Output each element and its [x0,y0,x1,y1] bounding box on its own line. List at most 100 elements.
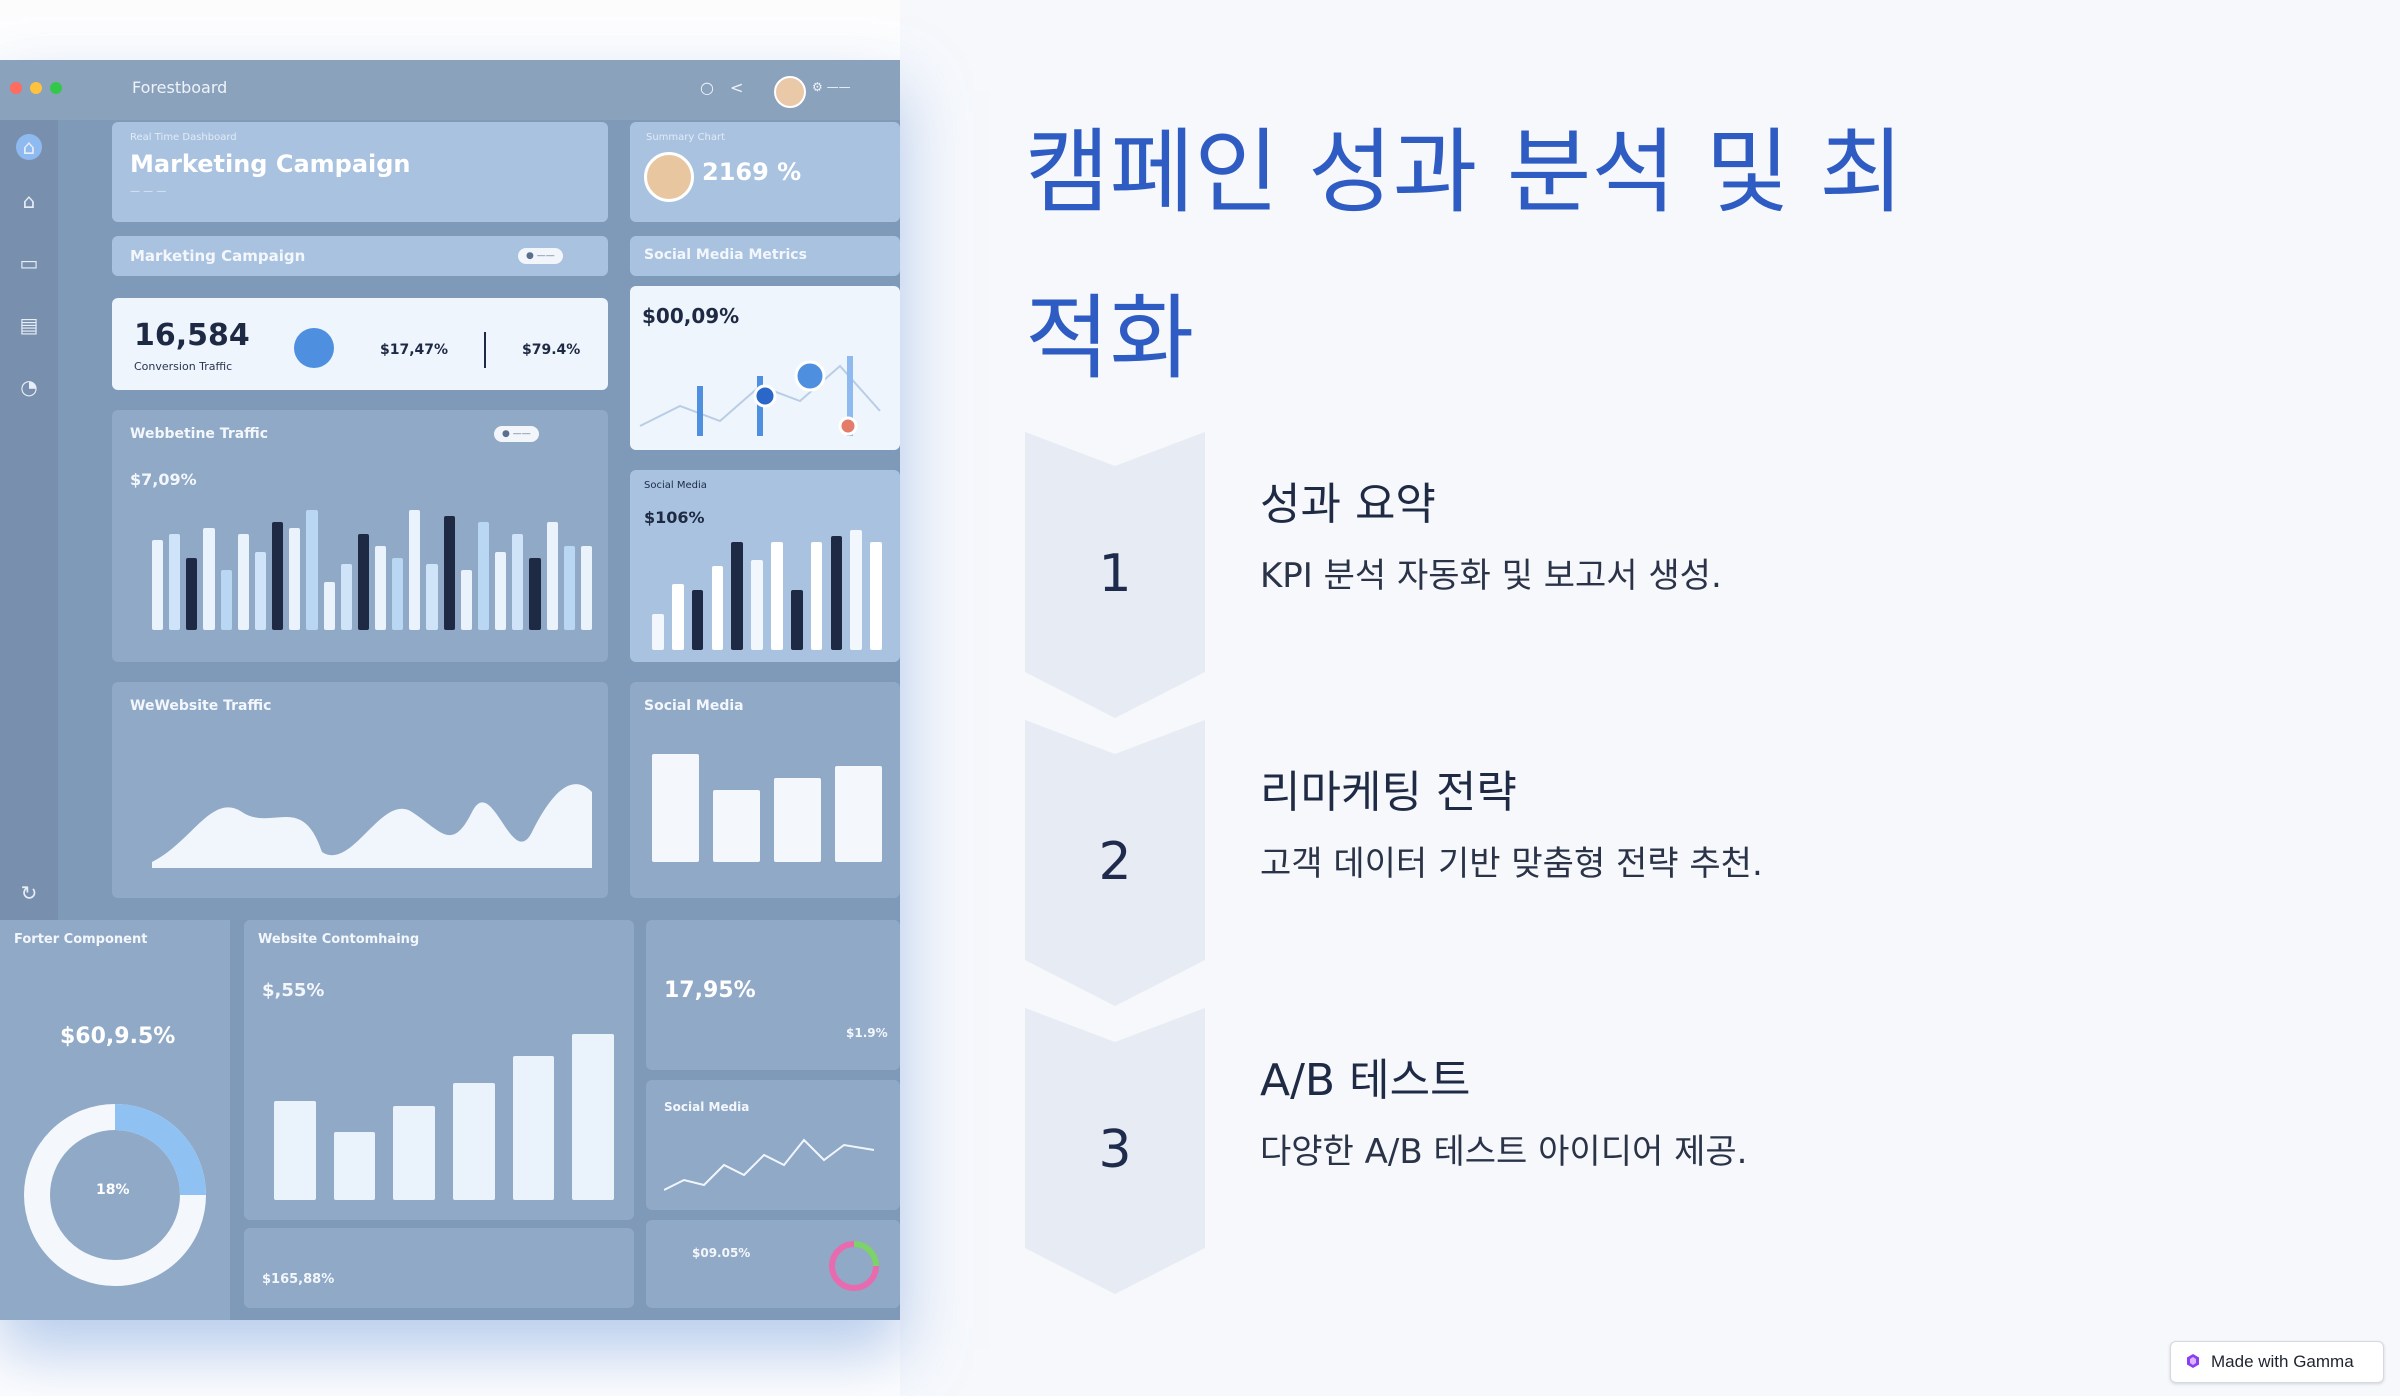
chart-bar [152,540,164,630]
chart-bar [790,590,803,650]
chart-bar [272,522,284,630]
save-icon: ▤ [19,313,39,337]
circle-icon: ○ [700,78,714,97]
panel-title: WeWebsite Traffic [130,698,272,714]
social-metrics-panel: $00,09% [630,286,900,450]
step-1-title: 성과 요약 [1260,479,1436,530]
chart-bar [810,542,823,650]
chart-bar [751,560,763,650]
chart-bar [477,522,490,630]
chart-bar [850,530,863,650]
step-2-number: 2 [1098,832,1132,892]
yellow-dot-icon [30,82,42,94]
chart-bar [713,790,760,862]
page-title: 캠페인 성과 분석 및 최적화 [1025,119,1904,392]
panel-stat: $1.9% [846,1026,888,1040]
panel-subtext: — — — [130,186,167,197]
social-line-chart [664,1138,875,1191]
chart-bar [495,552,507,630]
conversion-panel: 16,584 Conversion Traffic $17,47% $79.4% [112,298,608,390]
forter-component-panel: Forter Component $60,9.5% 18% [0,920,230,1320]
avatar [644,152,694,202]
panel-value: $60,9.5% [60,1024,176,1049]
made-with-gamma-badge[interactable]: Made with Gamma [2170,1341,2384,1383]
badge-label: Made with Gamma [2211,1352,2354,1371]
panel-value: $00,09% [642,304,740,328]
chart-bar [671,584,684,650]
gamma-logo-icon [2187,1354,2199,1368]
chart-bar [393,1106,435,1200]
social-media-bar-chart [652,742,882,862]
clock-icon: ◔ [20,375,38,399]
chart-bar [563,546,575,630]
social-metrics-header: Social Media Metrics [630,236,900,276]
panel-value: $7,09% [130,470,197,489]
chart-bar [340,564,352,630]
chart-bar [580,546,592,630]
share-icon: < [730,78,744,97]
website-traffic-panel: Webbetine Traffic $7,09% ● —— [112,410,608,662]
chart-bar [453,1083,495,1200]
monitor-icon: ▭ [19,251,39,275]
refresh-icon: ↻ [20,881,38,905]
chart-bar [572,1034,614,1200]
chart-bar [830,536,843,650]
panel-value: $,55% [262,980,325,1001]
panel-value: 17,95% [664,978,756,1003]
traffic-area-chart [152,784,592,868]
dashboard-mockup-image: Forestboard ○ < ⚙ —— ⌂ ⌂ ▭ ▤ ◔ ↻ ▤ Real … [0,0,900,1396]
panel-label: Summary Chart [646,132,725,143]
stats-panel: 17,95% $1.9% [646,920,900,1070]
chart-bar [409,510,421,630]
chart-bar [652,754,699,862]
avatar [294,328,334,368]
panel-title: Social Media [664,1100,750,1114]
house-icon: ⌂ [22,189,36,213]
social-media-bars-panel: Social Media [630,682,900,898]
panel-label: Conversion Traffic [134,360,233,373]
panel-stat: $09.05% [692,1246,751,1260]
panel-stat: $79.4% [522,342,581,358]
chart-bar [771,542,783,650]
chart-bar [274,1101,316,1200]
traffic-bar-chart [152,510,592,630]
red-dot-icon [10,82,22,94]
donut-chart [24,1104,206,1286]
chart-bar [323,582,335,630]
panel-pill: ● —— [518,248,563,264]
panel-title: Webbetine Traffic [130,426,269,442]
chart-bar [237,534,249,630]
step-1-number: 1 [1098,544,1132,604]
panel-value: 2169 % [702,158,802,186]
mockup-user: ⚙ —— [812,80,851,94]
chart-bar [203,528,215,630]
mockup-window-title: Forestboard [132,78,228,97]
social-bar-chart [652,530,882,650]
chart-bar [375,546,387,630]
panel-pill: ● —— [494,426,539,442]
step-3-title: A/B 테스트 [1260,1055,1471,1106]
mockup-titlebar: Forestboard ○ < ⚙ —— [0,60,900,120]
chart-bar [460,570,472,630]
panel-title: Marketing Campaign [130,247,306,265]
panel-title: Social Media Metrics [644,247,807,263]
social-media-panel: Social Media $106% [630,470,900,662]
green-dot-icon [50,82,62,94]
chart-bar [186,558,198,630]
chart-bar [220,570,232,630]
chart-bar [443,516,455,630]
chart-bar [711,566,724,650]
step-chevrons [1025,432,1205,1294]
chart-bar [169,534,181,630]
social-line-chart [639,356,881,436]
chart-bar [774,778,821,862]
summary-chart-panel: Summary Chart 2169 % [630,122,900,222]
step-2-description: 고객 데이터 기반 맞춤형 전략 추천. [1260,844,1763,884]
dashboard-mockup: Forestboard ○ < ⚙ —— ⌂ ⌂ ▭ ▤ ◔ ↻ ▤ Real … [0,60,900,1320]
home-icon: ⌂ [16,134,42,160]
chart-bar [512,1056,555,1200]
marketing-campaign-bar: Marketing Campaign ● —— [112,236,608,276]
divider [484,332,486,368]
chart-bar [529,558,541,630]
chart-bar [731,542,744,650]
